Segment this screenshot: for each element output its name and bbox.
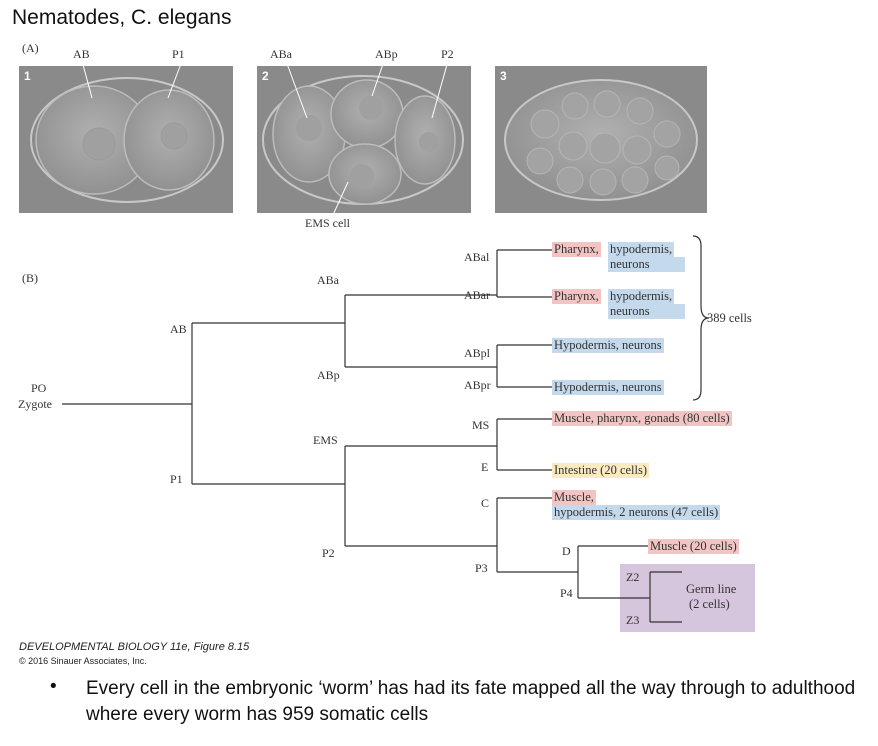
fate-abpl: Hypodermis, neurons [552,338,664,353]
embryo-many-cell-image [495,66,707,213]
node-z2: Z2 [626,570,639,585]
figure-credit: DEVELOPMENTAL BIOLOGY 11e, Figure 8.15 [19,641,249,653]
embryo-4-cell-image [257,66,471,213]
micrograph-panel-2: 2 [257,66,471,213]
node-abpr: ABpr [464,378,491,393]
label-aba: ABa [270,47,292,62]
node-z3: Z3 [626,613,639,628]
bullet-symbol: • [50,676,57,698]
node-p2: P2 [322,546,335,561]
node-ms: MS [472,418,489,433]
brace-label: 389 cells [707,311,752,326]
node-e: E [481,460,488,475]
node-d: D [562,544,571,559]
micrograph-panel-1: 1 [19,66,233,213]
node-abal: ABal [464,250,489,265]
slide-title: Nematodes, C. elegans [12,6,231,30]
fate-germ-line: Germ line [686,582,736,597]
panel-2-number: 2 [262,69,269,83]
copyright: © 2016 Sinauer Associates, Inc. [19,656,147,666]
fate-c-muscle: Muscle, [552,490,596,505]
micrograph-panel-3: 3 [495,66,707,213]
node-aba: ABa [317,273,339,288]
node-p1: P1 [170,472,183,487]
fate-abal-pharynx: Pharynx, [552,242,601,257]
bullet-text: Every cell in the embryonic ‘worm’ has h… [86,676,876,728]
fate-abar-hypodermis: hypodermis, [608,289,674,304]
node-abar: ABar [464,288,490,303]
fate-c-hypodermis: hypodermis, 2 neurons (47 cells) [552,505,720,520]
label-abp: ABp [375,47,398,62]
node-abp: ABp [317,368,340,383]
panel-1-number: 1 [24,69,31,83]
node-c: C [481,496,489,511]
embryo-2-cell-image [19,66,233,213]
panel-a-label: (A) [22,41,39,56]
node-po: PO [31,381,46,396]
label-ems-cell: EMS cell [305,216,350,231]
node-ems: EMS [313,433,338,448]
label-p2: P2 [441,47,454,62]
fate-e: Intestine (20 cells) [552,463,649,478]
fate-ms: Muscle, pharynx, gonads (80 cells) [552,411,732,426]
node-abpl: ABpl [464,346,490,361]
fate-abar-neurons: neurons [608,304,685,319]
fate-abal-neurons: neurons [608,257,685,272]
node-zygote: Zygote [18,397,52,412]
fate-abpr: Hypodermis, neurons [552,380,664,395]
fate-abar-pharynx: Pharynx, [552,289,601,304]
germ-line-box [620,564,755,632]
panel-3-number: 3 [500,69,507,83]
lineage-lines [62,250,690,622]
fate-germ-cells: (2 cells) [689,597,730,612]
panel-b-label: (B) [22,271,38,286]
node-p3: P3 [475,561,488,576]
label-ab: AB [73,47,90,62]
fate-abal-hypodermis: hypodermis, [608,242,674,257]
fate-d: Muscle (20 cells) [648,539,739,554]
node-p4: P4 [560,586,573,601]
label-p1: P1 [172,47,185,62]
node-ab: AB [170,322,187,337]
